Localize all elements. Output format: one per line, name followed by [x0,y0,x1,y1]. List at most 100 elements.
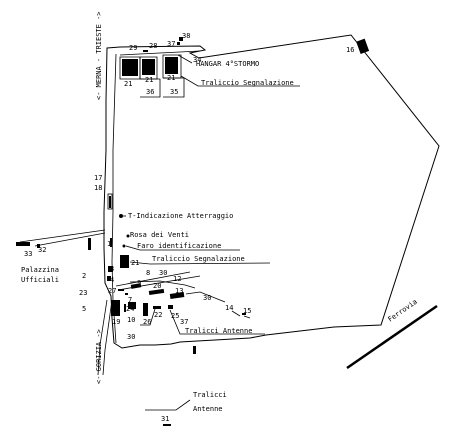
num-28: 28 [149,42,157,50]
label-tralicci-antenne: Tralicci Antenne [185,327,252,335]
num-19: 19 [112,318,120,326]
leader-faro [125,245,240,251]
building-19 [111,300,120,316]
leader-tralicci-antenne [169,309,265,335]
num-1: 1 [107,240,111,248]
num-3: 3 [110,265,114,273]
label-gorizia: <- GORIZIA -> [95,329,103,384]
t-indicazione-dot [119,214,123,218]
num-16: 16 [346,46,354,54]
airfield-perimeter [103,34,440,349]
building-10 [128,302,136,309]
num-21-a: 21 [124,80,132,88]
road-south [97,299,113,376]
palazzina-ufficiali-building [16,242,30,246]
hangar-21-b [142,59,155,75]
num-30-c: 30 [127,333,135,341]
label-tralicci-bottom: Tralicci [193,391,227,399]
leader-traliccio-top [180,75,300,87]
building-20 [148,288,165,295]
label-traliccio-top: Traliccio Segnalazione [201,79,294,87]
building-13 [169,292,185,299]
num-22: 22 [154,311,162,319]
num-7: 7 [128,296,132,304]
building-28 [143,50,148,52]
num-25: 25 [171,312,179,320]
num-15: 15 [243,307,251,315]
building-4 [107,276,111,281]
hangar-21-c [165,57,178,74]
road-west [19,229,106,247]
building-38 [179,37,183,41]
label-t-indicazione: T-Indicazione Atterraggio [128,212,233,220]
num-14: 14 [225,304,233,312]
label-rosa-dei-venti: Rosa dei Venti [130,231,189,239]
building-18 [109,196,111,208]
building-9 [130,283,142,289]
label-merna-trieste: <- MERNA - TRIESTE -> [95,11,103,100]
building-37-top [177,42,180,45]
num-30-b: 30 [203,294,211,302]
building-1 [110,238,112,247]
leader-30 [185,291,226,303]
num-23: 23 [79,289,87,297]
num-5: 5 [82,305,86,313]
building-21-mid [120,255,129,268]
label-antenne-bottom: Antenne [193,405,223,413]
num-13: 13 [175,287,183,295]
num-35: 35 [170,88,178,96]
num-18: 18 [94,184,102,192]
building-16 [356,38,370,54]
building-31 [163,424,171,426]
building-15 [242,313,246,315]
num-29: 29 [129,44,137,52]
num-4: 4 [110,276,114,284]
rosa-dei-venti-dot [126,234,130,238]
num-21-c: 21 [167,74,175,82]
num-10: 10 [127,316,135,324]
num-20: 20 [153,282,161,290]
airfield-road-top [119,50,201,56]
building-7 [125,293,128,295]
num-37-top: 37 [167,40,175,48]
label-ufficiali: Ufficiali [21,276,59,284]
num-2: 2 [82,272,86,280]
num-37-b: 37 [180,318,188,326]
building-27 [118,289,124,291]
lines-14-15 [231,310,251,319]
building-24 [124,304,126,312]
num-17: 17 [94,174,102,182]
leader-22 [140,308,156,326]
num-9: 9 [137,279,141,287]
label-traliccio-mid: Traliccio Segnalazione [152,255,245,263]
num-30-a: 30 [159,269,167,277]
hangar-35-box [163,77,185,98]
building-22 [153,306,161,309]
num-34: 34 [193,56,201,64]
num-21-b: 21 [145,76,153,84]
building-2-marker [88,238,91,250]
railway-line [346,304,438,370]
num-33: 33 [24,250,32,258]
building-3 [108,266,113,272]
num-24: 24 [126,305,134,313]
runway-edge-left [111,53,117,344]
num-12: 12 [173,275,181,283]
num-36: 36 [146,88,154,96]
label-ferrovia: Ferrovia [387,298,419,324]
faro-dot [122,244,126,248]
num-27: 27 [108,287,116,295]
building-25 [168,305,173,309]
num-32: 32 [38,246,46,254]
leader-traliccio-mid [129,261,271,265]
num-38: 38 [182,32,190,40]
hangar-21-a [122,59,138,76]
building-17-shape [107,193,113,210]
leader-hangar [177,54,193,64]
antenna-marker [193,346,196,354]
num-31: 31 [161,415,169,423]
building-26 [143,303,148,316]
label-palazzina: Palazzina [21,266,59,274]
label-faro: Faro identificazione [137,242,221,250]
